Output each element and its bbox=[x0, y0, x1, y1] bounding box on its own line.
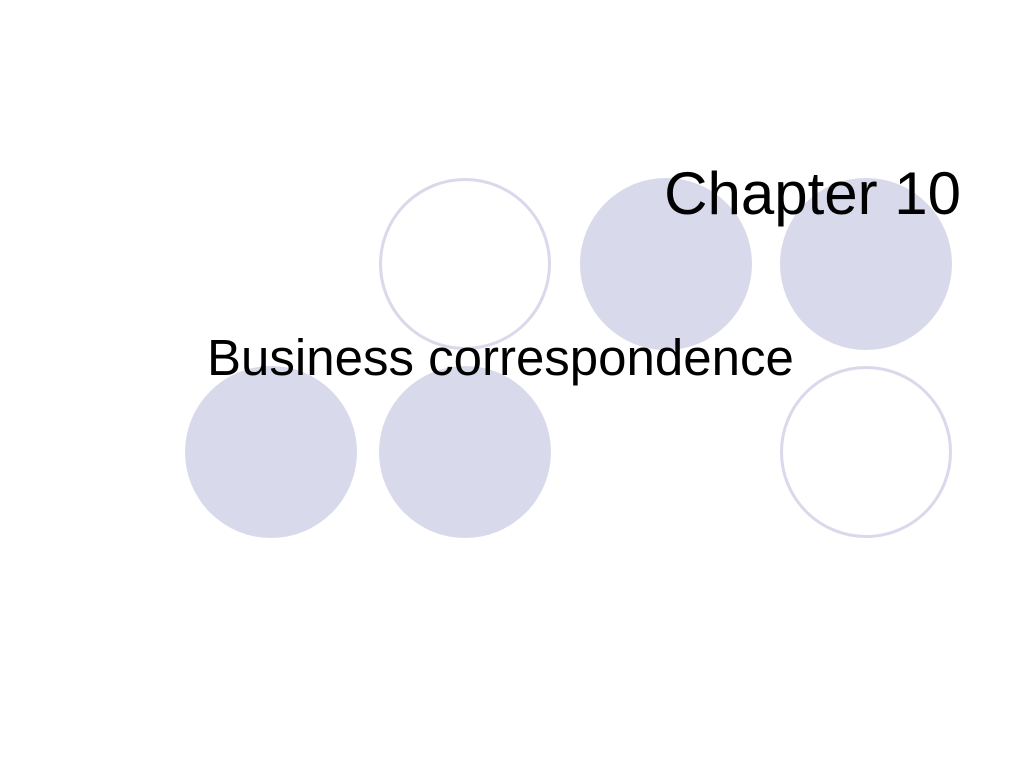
decorative-circle-outline bbox=[379, 178, 551, 350]
decorative-circle-filled bbox=[379, 366, 551, 538]
decorative-circle-filled bbox=[580, 178, 752, 350]
decorative-circle-filled bbox=[780, 178, 952, 350]
decorative-circle-outline bbox=[780, 366, 952, 538]
slide-subtitle: Business correspondence bbox=[207, 329, 794, 386]
slide-title: Chapter 10 bbox=[664, 160, 961, 227]
decorative-circle-filled bbox=[185, 366, 357, 538]
